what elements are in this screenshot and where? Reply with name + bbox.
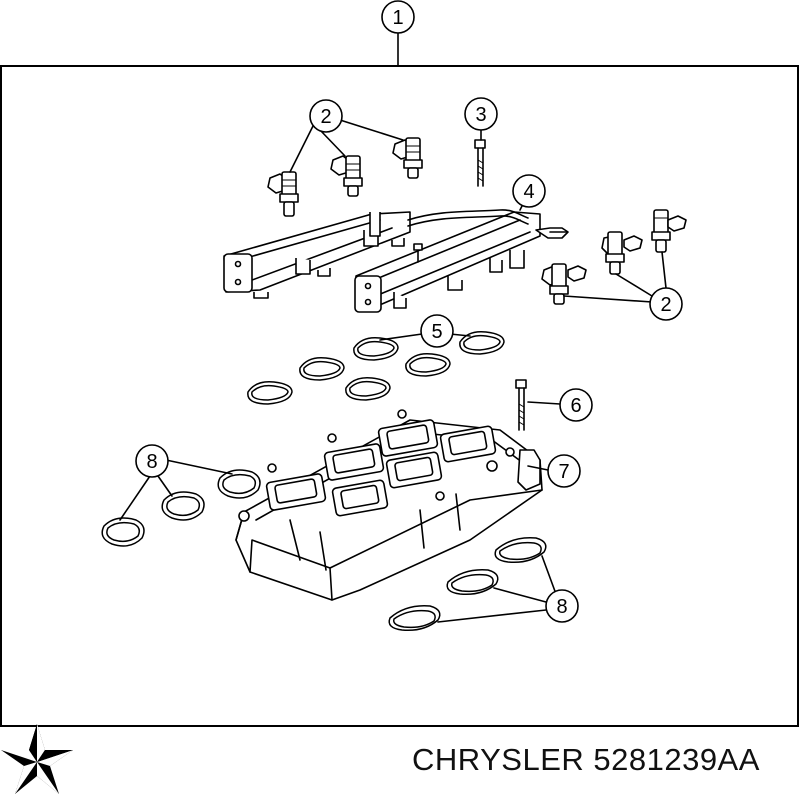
callout-2-upper: 2: [289, 99, 404, 173]
port-gaskets-left: [101, 469, 261, 547]
fuel-injector-bolt: [474, 129, 486, 187]
callout-6: 6: [527, 388, 593, 422]
fuel-injector-upper-left-1: [267, 171, 299, 217]
fuel-injector-right-3: [651, 209, 687, 253]
manifold-bolt: [515, 379, 527, 431]
callout-1-label: 1: [392, 7, 403, 29]
fuel-crossover-tube: [407, 209, 569, 239]
callout-2-lower: 2: [563, 251, 683, 321]
callout-2-lower-label: 2: [660, 294, 671, 316]
callout-8-left-label: 8: [146, 451, 157, 473]
callout-6-label: 6: [570, 395, 581, 417]
callout-3: 3: [464, 97, 498, 131]
callout-1: 1: [381, 0, 415, 67]
port-gaskets-right: [388, 537, 547, 632]
callout-7-label: 7: [558, 461, 569, 483]
callout-2-upper-label: 2: [320, 106, 331, 128]
callout-5: 5: [379, 314, 471, 348]
chrysler-pentastar-logo: [1, 724, 73, 794]
callout-8-right: 8: [437, 555, 579, 623]
callout-8-right-label: 8: [556, 596, 567, 618]
footer-caption: CHRYSLER 5281239AA: [412, 742, 760, 777]
callout-8-left: 8: [119, 444, 233, 521]
callout-4: 4: [512, 174, 546, 211]
callout-3-label: 3: [475, 104, 486, 126]
fuel-injector-upper-left-2: [330, 155, 363, 197]
lower-intake-manifold: [235, 409, 543, 601]
diagram-frame: [0, 65, 799, 727]
callout-5-label: 5: [431, 321, 442, 343]
fuel-rail-left: [223, 211, 411, 299]
callout-7: 7: [527, 454, 581, 488]
fuel-injector-right-2: [601, 231, 643, 275]
fuel-injector-upper-left-3: [392, 137, 423, 179]
intake-gasket-set: [247, 330, 505, 405]
callout-4-label: 4: [523, 181, 534, 203]
fuel-injector-right-1: [541, 263, 587, 305]
